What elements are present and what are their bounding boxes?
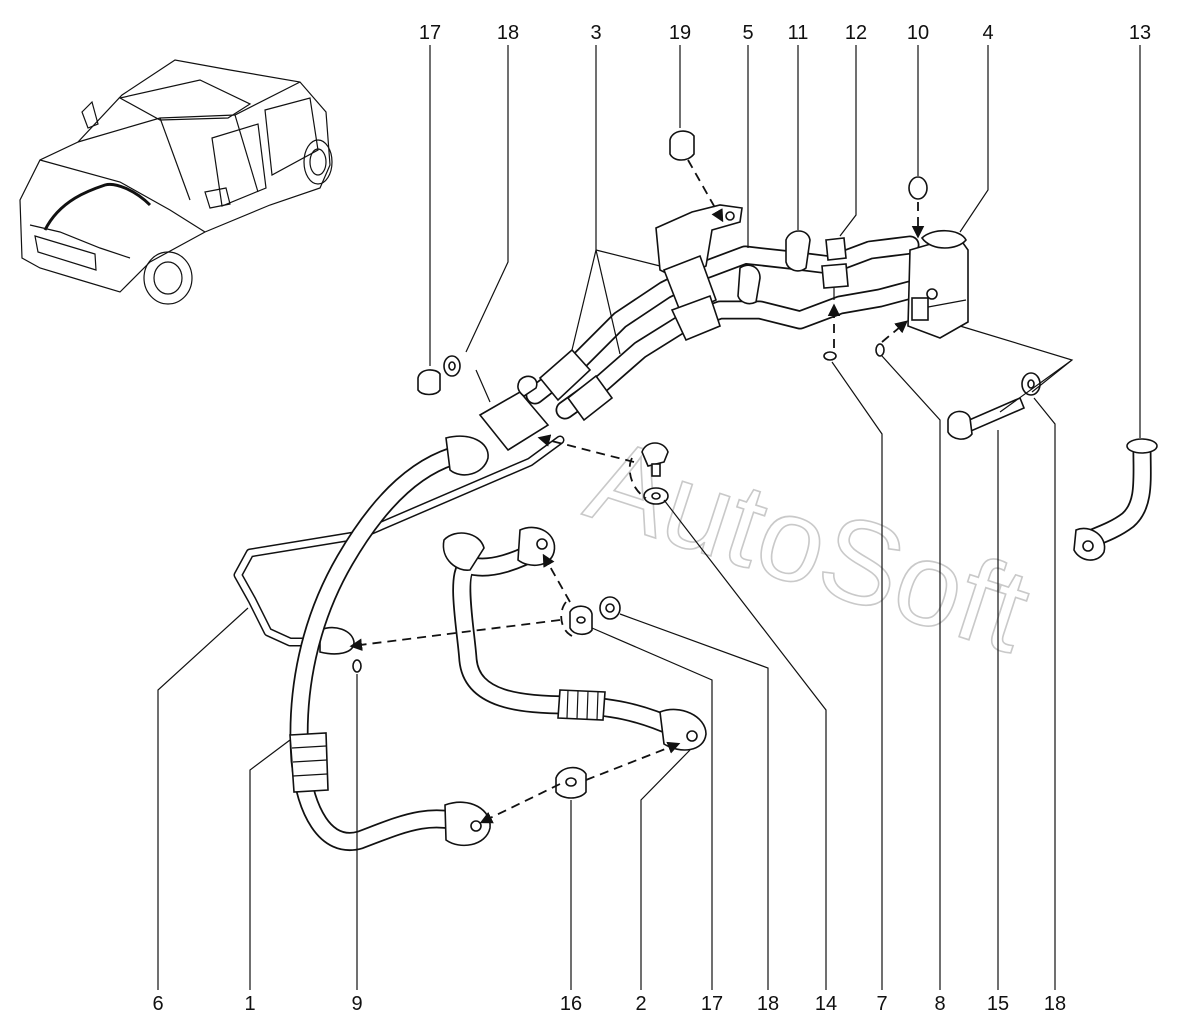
- washer-18-right: [1021, 372, 1041, 396]
- o-ring-7: [823, 351, 837, 361]
- bolt-15: [947, 396, 1026, 440]
- vehicle-location-thumbnail: [19, 59, 333, 305]
- o-ring-9: [352, 659, 362, 673]
- callout-7: 7: [876, 993, 887, 1015]
- callout-9: 9: [351, 993, 362, 1015]
- hose-2: [442, 526, 707, 751]
- callout-19: 19: [669, 22, 691, 44]
- assembly-arrows: [349, 159, 925, 824]
- callout-18-top: 18: [497, 22, 519, 44]
- pipe-6: [233, 435, 565, 655]
- callout-10: 10: [907, 22, 929, 44]
- bolt-14: [641, 442, 669, 477]
- washer-18-lower: [599, 596, 621, 620]
- callouts-top: 17 18 3 19 5 11 12 10 4 13: [419, 22, 1151, 44]
- callout-6: 6: [152, 993, 163, 1015]
- callout-16: 16: [560, 993, 582, 1015]
- pipe-13: [1073, 438, 1158, 561]
- nut-16: [555, 766, 587, 799]
- o-ring-10: [908, 176, 928, 200]
- callout-12: 12: [845, 22, 867, 44]
- callout-13: 13: [1129, 22, 1151, 44]
- callout-17-top: 17: [419, 22, 441, 44]
- leader-lines: [157, 45, 1141, 990]
- callout-18-bottom-b: 18: [1044, 993, 1066, 1015]
- nut-17-lower: [569, 605, 593, 636]
- callout-4: 4: [982, 22, 993, 44]
- expansion-valve-4: [907, 229, 969, 339]
- callout-11: 11: [788, 22, 809, 44]
- hose-1: [289, 435, 491, 851]
- callout-14: 14: [815, 993, 837, 1015]
- callout-3: 3: [590, 22, 601, 44]
- callout-1: 1: [244, 993, 255, 1015]
- washer-18-upper: [443, 355, 461, 377]
- o-ring-8: [875, 343, 885, 357]
- upper-pipe-assembly: [478, 204, 920, 452]
- nut-17-upper: [417, 369, 441, 396]
- callouts-bottom: 6 1 9 16 2 17 18 14 7 8 15 18: [152, 993, 1066, 1015]
- callout-2: 2: [635, 993, 646, 1015]
- nut-19: [669, 130, 695, 161]
- callout-15: 15: [987, 993, 1009, 1015]
- callout-18-bottom-a: 18: [757, 993, 779, 1015]
- callout-5: 5: [742, 22, 753, 44]
- callout-8: 8: [934, 993, 945, 1015]
- washer-18-middle: [643, 487, 669, 505]
- callout-17-bottom: 17: [701, 993, 723, 1015]
